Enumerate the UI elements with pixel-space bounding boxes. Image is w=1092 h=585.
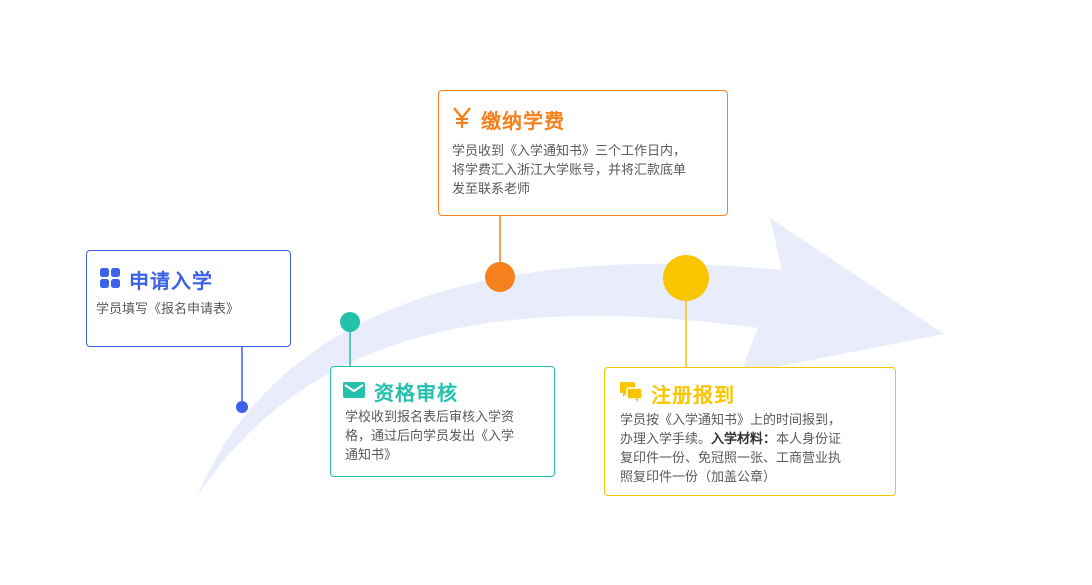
step-card-apply: 申请入学 学员填写《报名申请表》 [86,250,291,347]
step-title: 资格审核 [374,381,458,405]
desc-line: 格，通过后向学员发出《入学 [345,429,515,444]
mail-icon [343,381,365,402]
desc-text: 本人身份证 [776,432,842,447]
step-title: 缴纳学费 [481,109,565,133]
desc-text: 办理入学手续。 [620,432,712,447]
curved-arrow [197,218,944,497]
desc-line: 复印件一份、免冠照一张、工商营业执 [620,451,842,466]
step-card-pay: 缴纳学费 学员收到《入学通知书》三个工作日内， 将学费汇入浙江大学账号，并将汇款… [438,90,728,216]
step-title: 注册报到 [651,383,735,407]
step-description: 学员收到《入学通知书》三个工作日内， 将学费汇入浙江大学账号，并将汇款底单 发至… [452,142,686,199]
chat-icon [620,381,643,406]
step-description: 学员填写《报名申请表》 [96,302,240,317]
desc-bold-label: 入学材料： [711,432,777,447]
desc-line: 办理入学手续。入学材料：本人身份证 [620,430,841,449]
timeline-dot-apply [236,401,248,413]
timeline-dot-review [340,312,360,332]
desc-line: 学校收到报名表后审核入学资 [345,410,515,425]
timeline-dot-register [663,255,709,301]
timeline-dot-pay [485,262,515,292]
step-card-review: 资格审核 学校收到报名表后审核入学资 格，通过后向学员发出《入学 通知书》 [330,366,555,477]
step-description: 学校收到报名表后审核入学资 格，通过后向学员发出《入学 通知书》 [345,408,514,465]
desc-line: 照复印件一份（加盖公章） [620,470,777,485]
yen-icon [452,106,472,133]
step-card-register: 注册报到 学员按《入学通知书》上的时间报到， 办理入学手续。入学材料：本人身份证… [604,367,896,496]
desc-line: 学员按《入学通知书》上的时间报到， [620,413,842,428]
desc-line: 通知书》 [345,448,398,463]
desc-line: 将学费汇入浙江大学账号，并将汇款底单 [452,163,687,178]
desc-line: 发至联系老师 [452,182,531,197]
step-title: 申请入学 [129,269,213,293]
step-description: 学员按《入学通知书》上的时间报到， 办理入学手续。入学材料：本人身份证 复印件一… [620,411,841,487]
grid-icon [100,267,120,292]
desc-line: 学员收到《入学通知书》三个工作日内， [452,144,687,159]
